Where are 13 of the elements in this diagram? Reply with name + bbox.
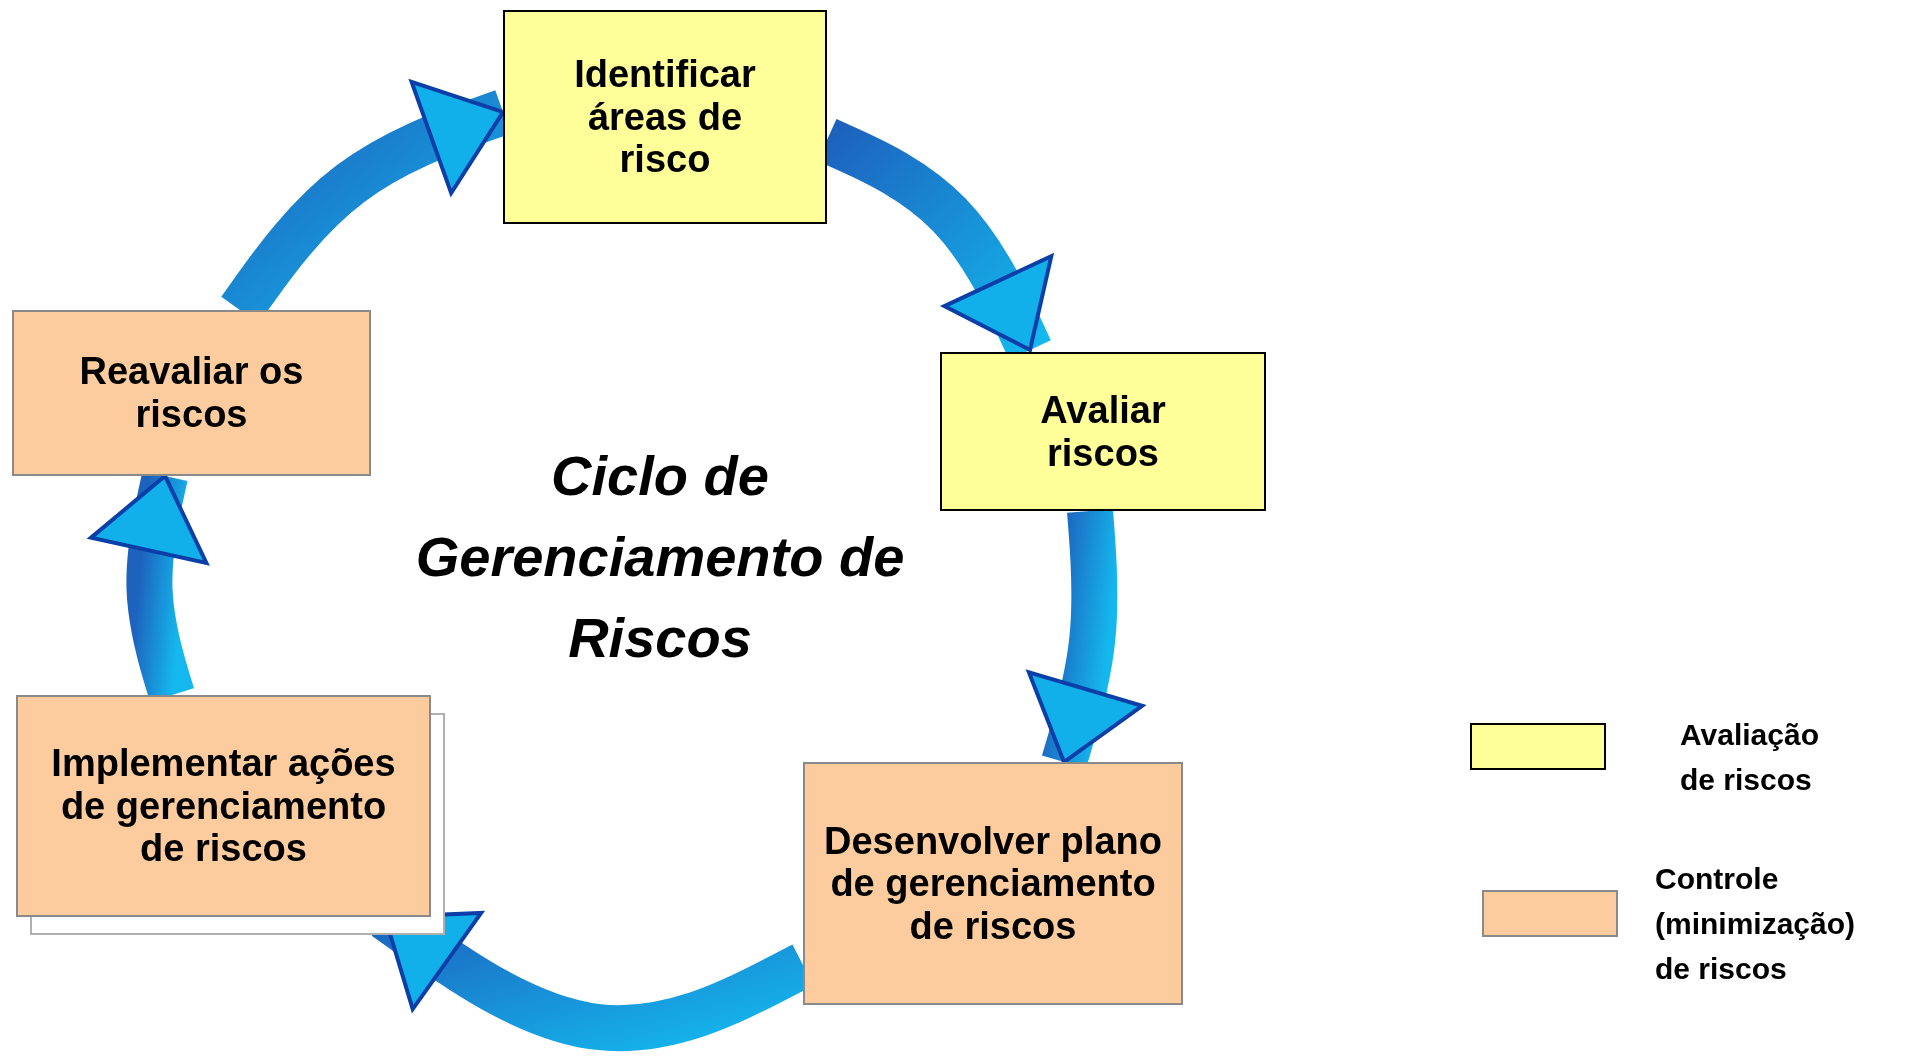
process-box (940, 352, 1266, 511)
node-label: Desenvolver plano de gerenciamento de riscos (823, 819, 1163, 948)
process-box (12, 310, 371, 476)
legend-label: Controle (minimização) de riscos (1655, 861, 1857, 987)
diagram-title: Ciclo de Gerenciamento de Riscos (414, 443, 906, 672)
process-box (16, 695, 431, 917)
node-label: Identificar áreas de risco (573, 53, 757, 181)
process-box (803, 762, 1183, 1005)
node-label: Reavaliar os riscos (78, 350, 305, 436)
process-box (503, 10, 827, 224)
node-label: Implementar ações de gerenciamento de riscos (51, 742, 396, 870)
legend-label: Avaliação de riscos (1680, 717, 1820, 798)
node-label: Avaliar riscos (1039, 388, 1167, 475)
